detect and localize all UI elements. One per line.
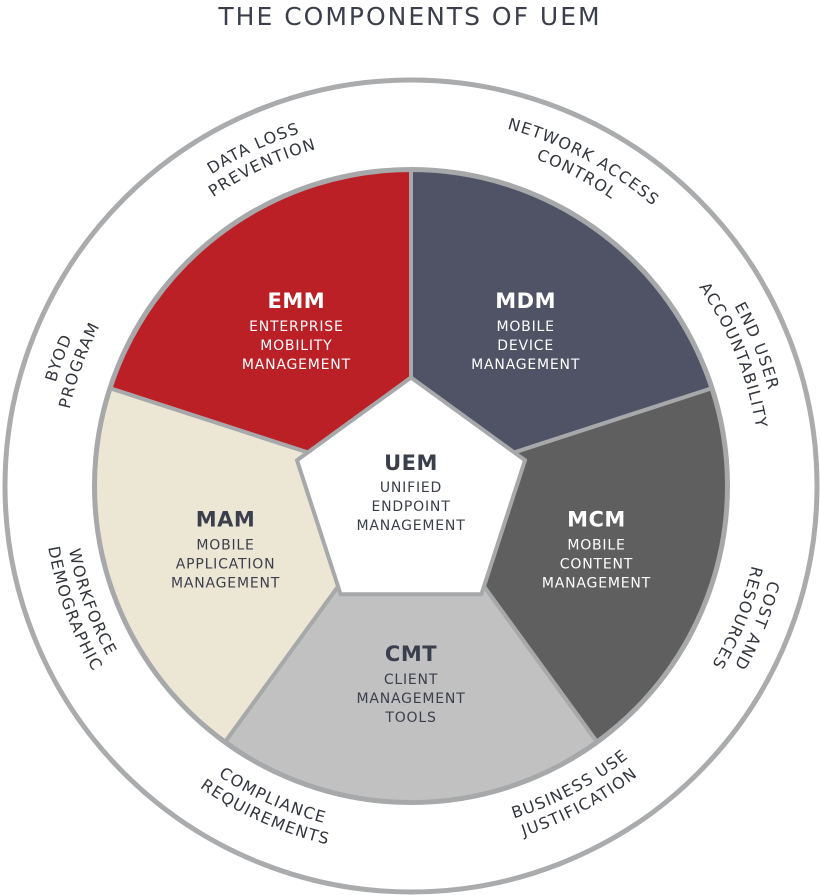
- segment-emm: [108, 168, 413, 455]
- segment-abbr: MCM: [567, 507, 626, 531]
- segment-description-line: CONTENT: [560, 556, 633, 572]
- segment-mcm-label: MCM MOBILE CONTENT MANAGEMENT: [542, 507, 651, 591]
- segment-description-line: MOBILE: [496, 319, 554, 335]
- segment-description-line: ENTERPRISE: [249, 319, 343, 335]
- segment-description-line: MOBILITY: [260, 338, 332, 354]
- segment-emm-label: EMM ENTERPRISE MOBILITY MANAGEMENT: [242, 289, 351, 373]
- segment-abbr: CMT: [385, 642, 437, 666]
- segment-description-line: CLIENT: [384, 672, 438, 688]
- segment-description-line: MOBILE: [567, 537, 625, 553]
- segment-description-line: MANAGEMENT: [471, 357, 580, 373]
- segment-abbr: MAM: [196, 507, 256, 531]
- center-description-line: MANAGEMENT: [356, 518, 465, 534]
- segment-description-line: MANAGEMENT: [542, 575, 651, 591]
- segment-mam-label: MAM MOBILE APPLICATION MANAGEMENT: [171, 507, 280, 591]
- segment-abbr: EMM: [268, 289, 326, 313]
- segment-cmt-label: CMT CLIENT MANAGEMENT TOOLS: [356, 642, 465, 726]
- segment-description-line: APPLICATION: [176, 556, 276, 572]
- labels-layer: EMM ENTERPRISE MOBILITY MANAGEMENT MDM MOBILE…: [171, 289, 651, 726]
- diagram-title: THE COMPONENTS OF UEM: [218, 2, 602, 31]
- center-description-line: ENDPOINT: [371, 499, 450, 515]
- segment-description-line: MANAGEMENT: [356, 691, 465, 707]
- segment-description-line: TOOLS: [384, 710, 436, 726]
- segments-layer: [93, 168, 729, 804]
- segment-description-line: MOBILE: [196, 537, 254, 553]
- segment-abbr: MDM: [495, 289, 556, 313]
- segment-mam: [93, 386, 350, 744]
- center-abbr: UEM: [384, 451, 438, 475]
- segment-mcm: [472, 386, 729, 744]
- segment-description-line: DEVICE: [497, 338, 554, 354]
- center-pentagon: [294, 375, 528, 597]
- segment-cmt: [223, 571, 599, 804]
- segment-description-line: MANAGEMENT: [171, 575, 280, 591]
- segment-mdm-label: MDM MOBILE DEVICE MANAGEMENT: [471, 289, 580, 373]
- center-description-line: UNIFIED: [380, 480, 442, 496]
- center-label: UEM UNIFIED ENDPOINT MANAGEMENT: [356, 451, 465, 534]
- segment-description-line: MANAGEMENT: [242, 357, 351, 373]
- segment-mdm: [409, 168, 714, 455]
